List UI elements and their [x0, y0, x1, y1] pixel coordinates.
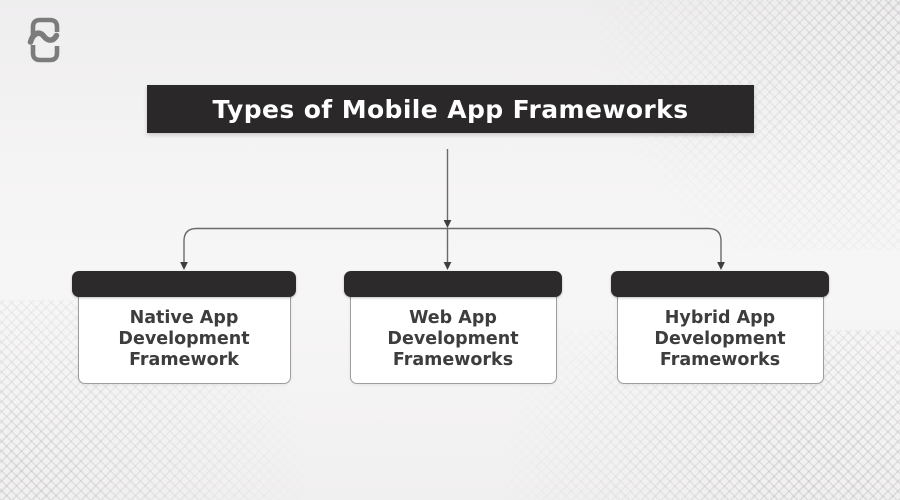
node-label-line: Framework	[129, 349, 239, 370]
node-label-line: Native App	[129, 307, 239, 328]
node-header-bar	[344, 271, 562, 297]
arrowhead-middle	[443, 262, 452, 270]
node-hybrid-app: Hybrid App Development Frameworks	[611, 271, 829, 384]
node-label: Hybrid App Development Frameworks	[616, 294, 824, 384]
node-label: Web App Development Frameworks	[349, 294, 557, 384]
node-label-line: Development	[654, 328, 786, 349]
node-label-line: Development	[118, 328, 250, 349]
brand-logo-icon	[27, 17, 60, 63]
node-label-line: Frameworks	[392, 349, 514, 370]
connector-branch-rail	[183, 227, 722, 262]
node-native-app: Native App Development Framework	[72, 271, 296, 384]
arrowhead-left	[180, 262, 188, 270]
node-label: Native App Development Framework	[77, 294, 291, 384]
node-label-line: Frameworks	[659, 349, 781, 370]
node-label-line: Hybrid App	[664, 307, 776, 328]
page-title: Types of Mobile App Frameworks	[147, 85, 754, 133]
arrowhead-top	[443, 220, 452, 228]
node-web-app: Web App Development Frameworks	[344, 271, 562, 384]
node-header-bar	[611, 271, 829, 297]
node-header-bar	[72, 271, 296, 297]
node-label-line: Web App	[409, 307, 497, 328]
node-label-line: Development	[387, 328, 519, 349]
arrowhead-right	[717, 262, 725, 270]
